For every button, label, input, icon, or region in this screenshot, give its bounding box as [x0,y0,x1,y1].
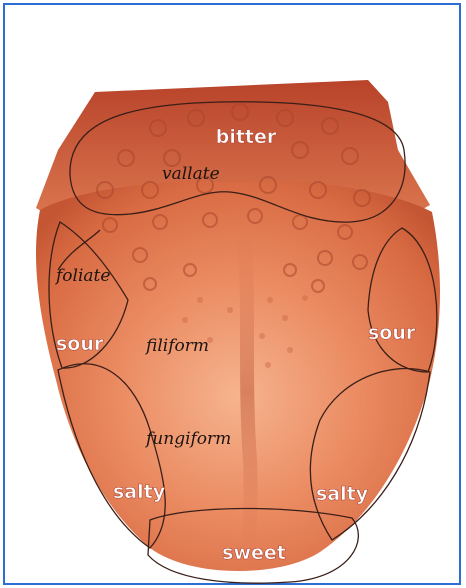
label-sweet: sweet [222,542,286,564]
label-foliate: foliate [54,266,110,286]
median-groove [244,230,251,555]
label-sour-left: sour [56,333,104,355]
label-sour-right: sour [368,322,416,344]
label-vallate: vallate [162,164,220,184]
label-filiform: filiform [144,336,209,356]
label-salty-right: salty [316,483,369,505]
label-bitter: bitter [216,126,277,148]
label-fungiform: fungiform [144,429,231,449]
label-salty-left: salty [113,481,166,503]
